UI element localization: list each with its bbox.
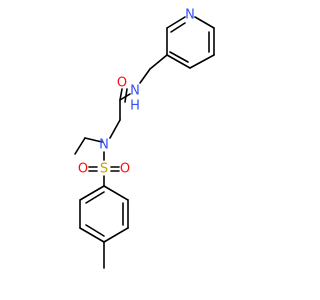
sulfonamide-nitrogen-label: N: [99, 138, 109, 153]
bond: [119, 88, 123, 101]
bond: [85, 191, 105, 204]
bond: [85, 224, 105, 237]
pyridine-nitrogen-label: N: [185, 8, 195, 23]
bond: [103, 185, 129, 201]
bond: [103, 227, 129, 243]
bond: [139, 68, 151, 84]
bond: [166, 54, 191, 69]
bond: [170, 22, 186, 33]
bond: [84, 137, 103, 143]
sulfonamide-group: [88, 151, 120, 187]
bond: [169, 51, 189, 63]
amide-hydrogen-label: H: [130, 99, 140, 114]
sulfur-label: S: [100, 162, 108, 177]
pyridine-ring: [166, 16, 215, 69]
bond: [79, 227, 105, 243]
bond: [124, 88, 128, 103]
bond: [194, 16, 215, 29]
ethyl-group: [74, 137, 103, 155]
bond: [74, 137, 86, 155]
bond: [189, 54, 215, 69]
bond: [166, 16, 186, 29]
toluene-ring: [79, 185, 129, 269]
carbonyl-oxygen-label: O: [117, 76, 127, 91]
sulfonyl-oxygen-left-label: O: [78, 162, 88, 177]
bond: [149, 54, 168, 70]
bond: [109, 119, 121, 139]
linker-chain: [109, 54, 168, 139]
amide-nitrogen-label: N: [130, 84, 140, 99]
bond: [79, 185, 105, 201]
sulfonyl-oxygen-right-label: O: [120, 162, 130, 177]
chemical-structure: N N H O N S O O: [74, 8, 215, 269]
